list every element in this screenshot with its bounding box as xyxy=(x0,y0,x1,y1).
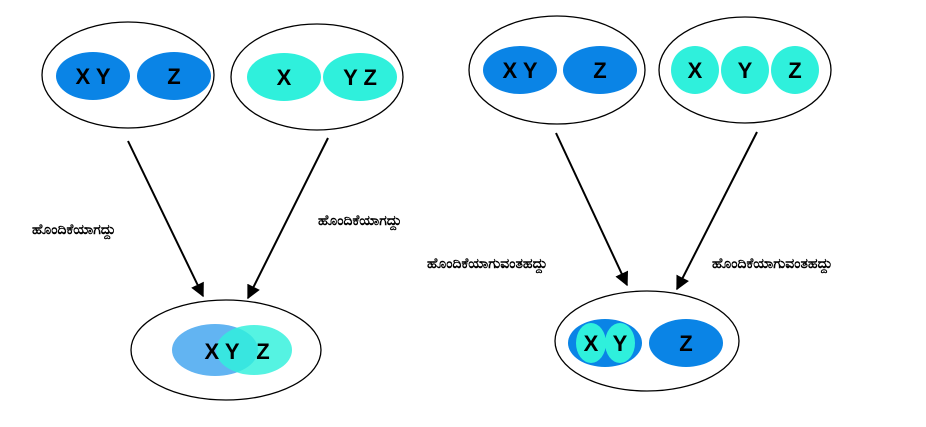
right-top-right-block-y xyxy=(721,46,769,94)
left-half: X Y Z X Y Z ಹೊಂದಿಕೆಯಾಗದ್ದು ಹೊಂದಿಕೆಯಾಗದ್ದ… xyxy=(32,21,404,401)
left-top-right-set: X Y Z xyxy=(230,23,404,131)
right-top-right-label-z: Z xyxy=(788,58,801,83)
right-result-label-z: Z xyxy=(679,331,692,356)
left-top-left-set: X Y Z xyxy=(41,21,215,129)
left-top-right-block-x xyxy=(247,53,321,101)
left-result-label-xy: X Y xyxy=(204,339,239,364)
right-top-right-label-x: X xyxy=(688,58,703,83)
right-result-set: X Y Z xyxy=(554,290,740,392)
left-top-left-block-z xyxy=(137,52,211,100)
right-arrow-from-right xyxy=(676,131,758,291)
left-result-set: X Y Z xyxy=(130,299,322,401)
left-top-right-label-x: X xyxy=(277,65,292,90)
right-top-right-block-z xyxy=(771,46,819,94)
left-arrow-from-left xyxy=(127,140,204,298)
right-arrow-from-left xyxy=(555,132,629,287)
right-result-label-y: Y xyxy=(613,331,628,356)
left-arrow-label-left: ಹೊಂದಿಕೆಯಾಗದ್ದು xyxy=(32,222,116,240)
right-top-left-label-z: Z xyxy=(593,58,606,83)
right-top-left-block-xy xyxy=(483,46,557,94)
right-result-inner-y xyxy=(605,323,635,363)
left-top-left-block-xy xyxy=(56,52,130,100)
right-result-inner-x xyxy=(576,323,606,363)
right-arrow-label-right: ಹೊಂದಿಕೆಯಾಗುವಂತಹದ್ದು xyxy=(712,256,832,274)
right-top-left-set: X Y Z xyxy=(468,15,646,125)
left-arrow-from-right xyxy=(247,137,329,300)
right-top-left-block-z xyxy=(563,46,637,94)
right-top-right-label-y: Y xyxy=(738,58,753,83)
right-arrow-label-left: ಹೊಂದಿಕೆಯಾಗುವಂತಹದ್ದು xyxy=(427,256,547,274)
left-top-left-label-xy: X Y xyxy=(75,64,110,89)
left-top-right-label-yz: Y Z xyxy=(343,65,377,90)
right-result-label-x: X xyxy=(584,331,599,356)
right-result-block-z xyxy=(649,319,723,367)
right-top-right-block-x xyxy=(671,46,719,94)
left-result-label-z: Z xyxy=(256,339,269,364)
left-arrow-label-right: ಹೊಂದಿಕೆಯಾಗದ್ದು xyxy=(318,213,402,231)
right-top-right-set: X Y Z xyxy=(658,16,832,124)
left-result-block-yz xyxy=(216,325,292,375)
left-top-right-block-yz xyxy=(323,53,397,101)
left-top-left-label-z: Z xyxy=(167,64,180,89)
right-half: X Y Z X Y Z ಹೊಂದಿಕೆಯಾಗುವಂತಹದ್ದು ಹೊಂದಿಕೆಯ… xyxy=(427,15,832,392)
right-top-left-label-xy: X Y xyxy=(502,58,537,83)
